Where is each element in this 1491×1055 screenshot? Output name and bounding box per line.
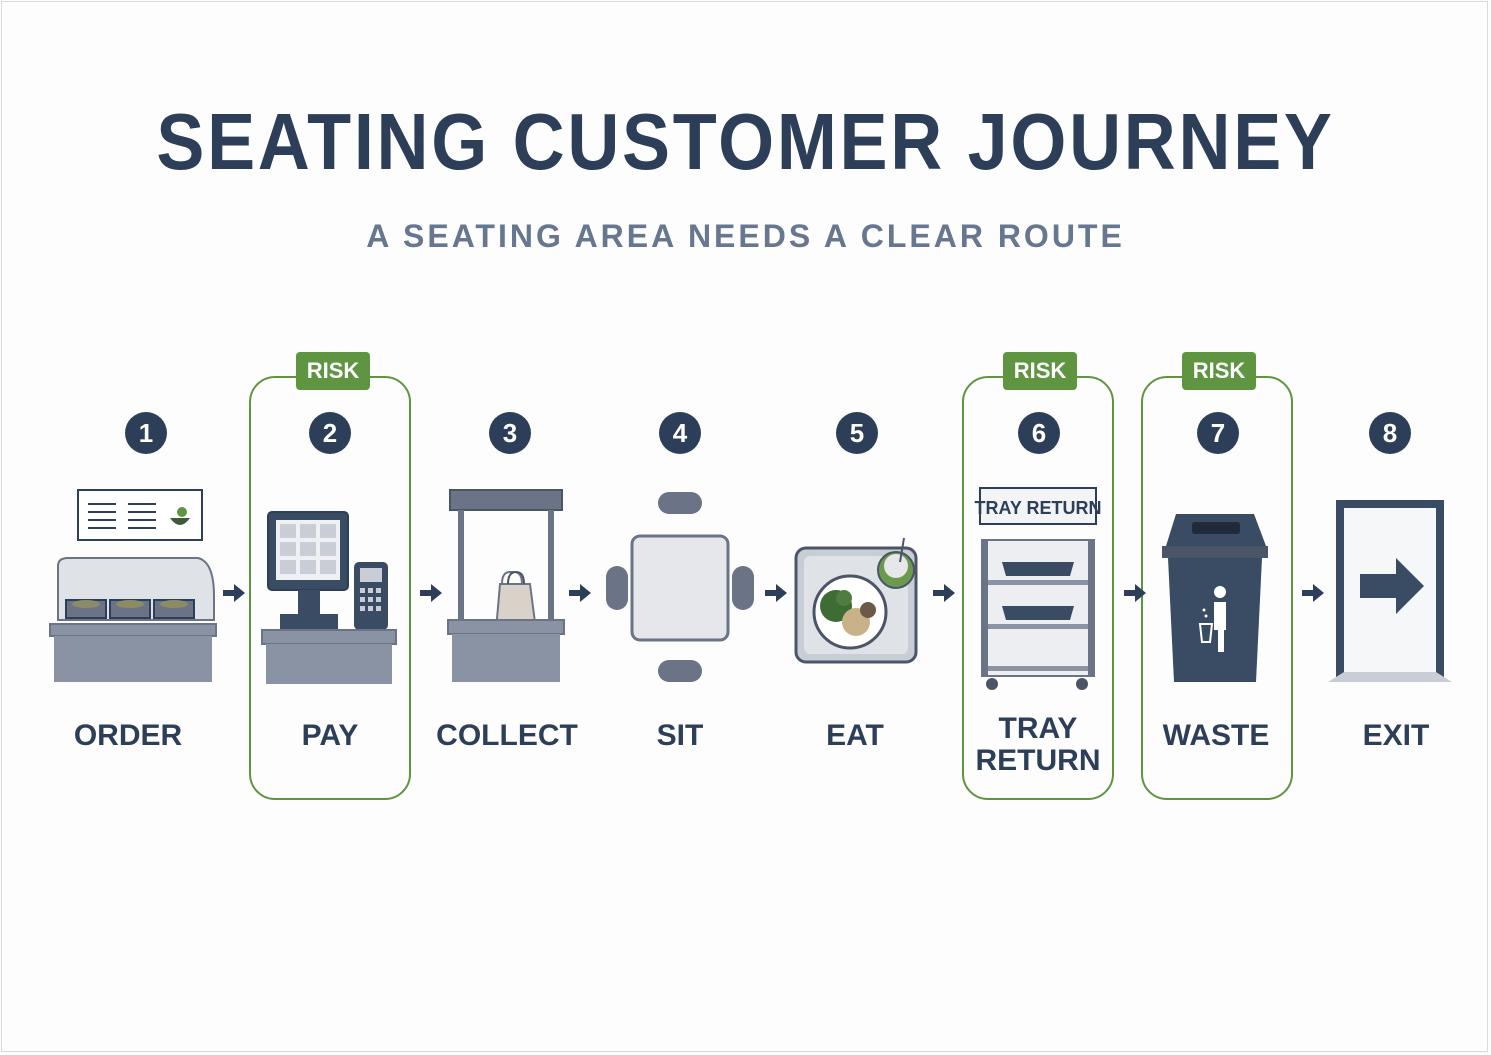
risk-tag-tray-return: RISK bbox=[1003, 352, 1077, 390]
step-4-number: 4 bbox=[659, 412, 701, 454]
exit-door-icon bbox=[1328, 500, 1452, 682]
arrow-icon bbox=[933, 584, 955, 602]
page-subtitle: A SEATING AREA NEEDS A CLEAR ROUTE bbox=[366, 218, 1125, 254]
table-chairs-icon bbox=[606, 492, 754, 682]
step-8-number: 8 bbox=[1369, 412, 1411, 454]
arrow-icon bbox=[1124, 584, 1146, 602]
collection-stand-icon bbox=[447, 489, 565, 682]
arrow-icon bbox=[420, 584, 442, 602]
step-3-number: 3 bbox=[489, 412, 531, 454]
page-title: SEATING CUSTOMER JOURNEY bbox=[156, 97, 1335, 186]
step-7-number: 7 bbox=[1197, 412, 1239, 454]
step-4-label: SIT bbox=[656, 719, 704, 752]
arrow-icon bbox=[223, 584, 245, 602]
step-2-number: 2 bbox=[309, 412, 351, 454]
step-1-number: 1 bbox=[125, 412, 167, 454]
arrow-icon bbox=[569, 584, 591, 602]
step-5-number: 5 bbox=[836, 412, 878, 454]
step-3-label: COLLECT bbox=[436, 719, 578, 752]
step-6-number: 6 bbox=[1018, 412, 1060, 454]
step-5-label: EAT bbox=[826, 719, 884, 752]
meal-tray-icon bbox=[794, 537, 918, 664]
risk-tag-pay: RISK bbox=[296, 352, 370, 390]
tray-return-sign: TRAY RETURN bbox=[974, 498, 1101, 518]
arrow-icon bbox=[1302, 584, 1324, 602]
pos-terminal-icon bbox=[261, 511, 397, 684]
tray-rack-icon: TRAY RETURN bbox=[974, 487, 1102, 690]
waste-bin-icon bbox=[1162, 514, 1268, 682]
risk-tag-waste: RISK bbox=[1182, 352, 1256, 390]
step-8-label: EXIT bbox=[1362, 719, 1430, 752]
step-1-label: ORDER bbox=[73, 719, 183, 752]
arrow-icon bbox=[765, 584, 787, 602]
food-counter-icon bbox=[49, 489, 217, 682]
step-2-label: PAY bbox=[301, 719, 359, 752]
step-7-label: WASTE bbox=[1162, 719, 1270, 752]
step-6-label: TRAY RETURN bbox=[975, 712, 1101, 777]
